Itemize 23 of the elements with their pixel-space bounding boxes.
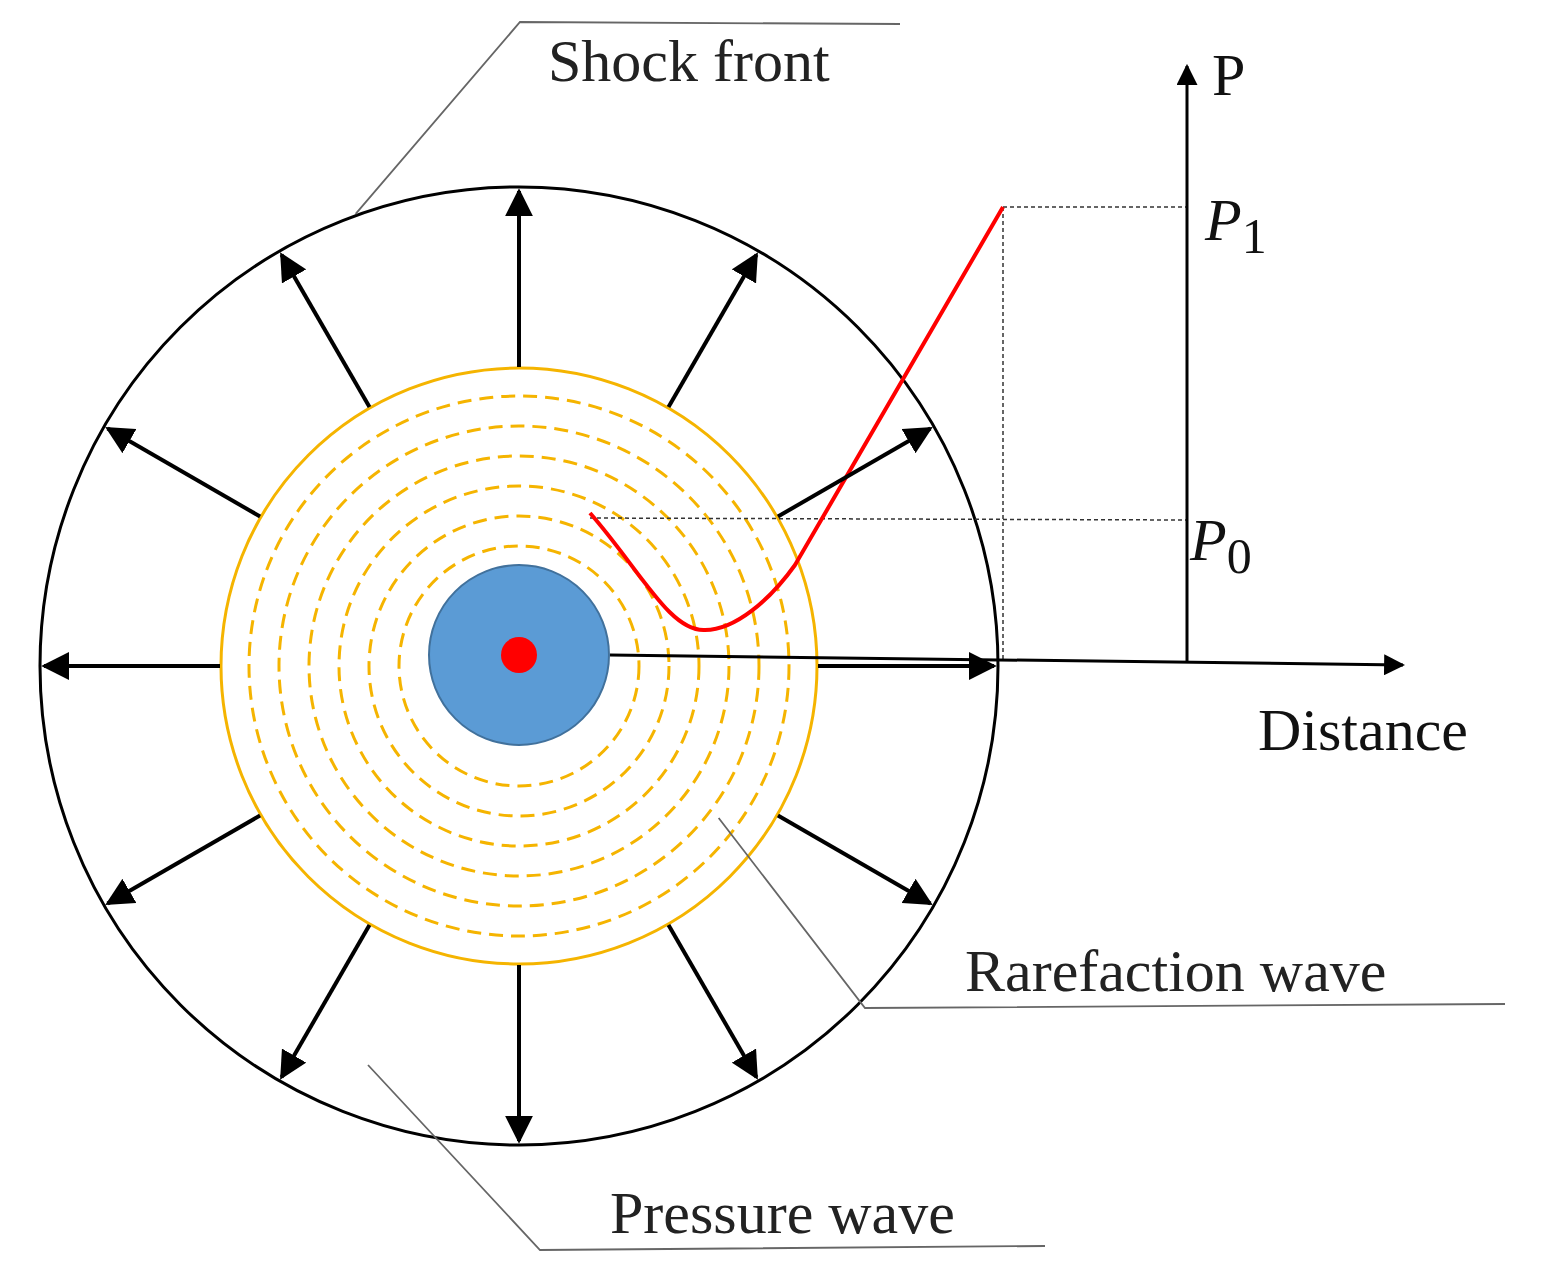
rarefaction-rings [219, 366, 819, 966]
leader-line [354, 21, 901, 215]
arrow [776, 813, 933, 906]
axis-label: P$_{0}$ [1190, 510, 1252, 581]
axis-label: Distance [1258, 700, 1468, 760]
callout-label: Rarefaction wave [865, 935, 1510, 1008]
leader-line [717, 817, 1506, 1009]
arrow [666, 252, 759, 409]
arrow [105, 813, 262, 906]
arrow [776, 426, 933, 519]
arrow [41, 652, 220, 680]
callout-label: Shock front [520, 18, 905, 98]
leader-line [367, 1064, 1046, 1251]
axis-label: P [1212, 45, 1246, 105]
arrow [666, 923, 759, 1080]
axis-label: P$_{1}$ [1205, 190, 1267, 261]
callout-label: Pressure wave [540, 1165, 1050, 1250]
arrow [505, 188, 533, 367]
arrow [818, 652, 997, 680]
arrow [279, 252, 372, 409]
arrow [279, 923, 372, 1080]
arrow [505, 965, 533, 1144]
arrow [105, 426, 262, 519]
